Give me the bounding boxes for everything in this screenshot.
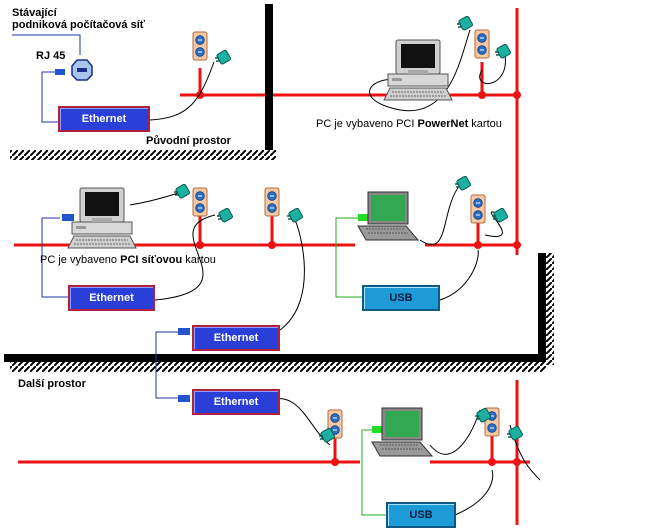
ethernet-adapter[interactable]: Ethernet	[68, 285, 155, 311]
existing-network-label-line2: podniková počítačová síť	[12, 19, 146, 31]
caption-text: PC je vybaveno	[40, 254, 121, 266]
network-links	[12, 34, 182, 399]
existing-network-label-line1: Stávající	[12, 7, 57, 19]
rj45-label: RJ 45	[36, 50, 66, 62]
network-card-icon	[62, 214, 74, 221]
usb-connector-icon	[358, 214, 370, 221]
caption-text: kartou	[182, 254, 216, 266]
another-space-label: Další prostor	[18, 378, 86, 390]
ethernet-adapter[interactable]: Ethernet	[192, 325, 280, 351]
cable-junctions	[196, 91, 521, 466]
rj45-connector-icon	[178, 328, 190, 335]
usb-links	[335, 217, 386, 516]
rj45-connector-icon	[55, 69, 65, 75]
pc-powernet-caption: PC je vybaveno PCI PowerNet kartou	[316, 118, 502, 131]
power-outlet-icon	[474, 29, 490, 59]
power-outlet-icon	[192, 187, 208, 217]
powerline-plug-icon	[506, 424, 524, 442]
powerline-plug-icon	[456, 14, 474, 32]
desktop-pc-icon[interactable]	[383, 39, 453, 101]
desktop-pc-icon[interactable]	[67, 187, 137, 249]
ethernet-adapter[interactable]: Ethernet	[192, 389, 280, 415]
usb-connector-icon	[372, 426, 384, 433]
powerline-plug-icon	[286, 206, 304, 224]
usb-adapter[interactable]: USB	[362, 285, 440, 311]
powerline-plug-icon	[173, 182, 191, 200]
power-outlet-icon	[192, 31, 208, 61]
pc-pci-caption: PC je vybaveno PCI síťovou kartou	[40, 254, 216, 267]
power-outlet-icon	[264, 187, 280, 217]
original-space-label: Původní prostor	[146, 135, 231, 147]
caption-text-bold: PowerNet	[417, 118, 469, 130]
wall-jack-icon[interactable]	[71, 59, 93, 81]
rj45-connector-icon	[178, 395, 190, 402]
caption-text: kartou	[468, 118, 502, 130]
powerline-plug-icon	[216, 206, 234, 224]
walls	[4, 4, 554, 372]
caption-text: PC je vybaveno PCI	[316, 118, 418, 130]
power-outlet-icon	[470, 194, 486, 224]
caption-text-bold: PCI síťovou	[120, 254, 183, 266]
ethernet-adapter[interactable]: Ethernet	[58, 106, 150, 132]
usb-adapter[interactable]: USB	[386, 502, 456, 528]
powerline-plug-icon	[494, 42, 512, 60]
powerline-plug-icon	[214, 48, 232, 66]
powerline-plug-icon	[491, 206, 509, 224]
